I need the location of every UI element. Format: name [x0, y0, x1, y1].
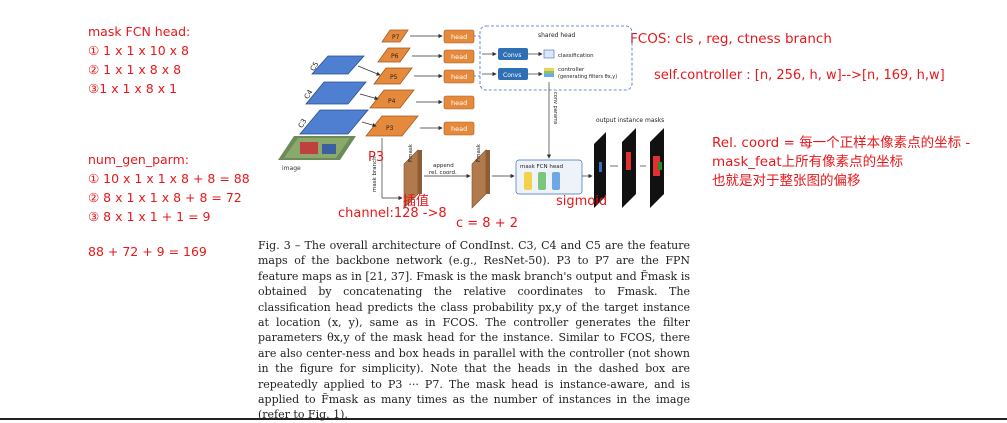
rel-coord-line: Rel. coord = 每一个正样本像素点的坐标 -	[712, 135, 971, 151]
mask-fcn-head: mask FCN head	[515, 159, 593, 195]
p3-label: P3	[386, 125, 394, 132]
c3-label: C3	[297, 117, 309, 129]
mask-head-item: ① 1 x 1 x 10 x 8	[88, 43, 189, 58]
c3-map	[299, 109, 369, 135]
shared-head-label: shared head	[538, 32, 576, 39]
controller-note: self.controller : [n, 256, h, w]-->[n, 1…	[654, 68, 945, 83]
shared-head-box: shared head Convs Convs classification c…	[474, 25, 633, 91]
architecture-diagram: image C3 C4 C5 P3 P4 P5 P6 P7	[278, 25, 664, 209]
head-label: head	[451, 73, 467, 81]
left-notes: mask FCN head: ① 1 x 1 x 10 x 8 ② 1 x 1 …	[88, 22, 250, 261]
c5-label: C5	[309, 60, 321, 72]
p7-label: P7	[392, 34, 400, 41]
rel-coord-label: rel. coord.	[429, 170, 457, 176]
image-label: image	[282, 165, 301, 172]
channel-annotation: channel:128 ->8	[338, 206, 447, 221]
heads: head head head head head	[410, 29, 475, 136]
bottom-divider	[0, 418, 1007, 420]
c-annotation: c = 8 + 2	[456, 216, 519, 231]
output-label: output instance masks	[596, 117, 664, 124]
figure-caption: Fig. 3 – The overall architecture of Con…	[258, 239, 690, 422]
mask-head-item: ③1 x 1 x 8 x 1	[88, 81, 178, 96]
f-mask-label: Fmask	[408, 143, 414, 162]
head-label: head	[451, 33, 467, 41]
mask-branch: mask branch Fmask append rel. coord. F̃m…	[372, 138, 515, 209]
fpn: P3 P4 P5 P6 P7	[357, 29, 419, 137]
conv-params-label: conv params	[552, 92, 558, 125]
convs-label: Convs	[503, 52, 521, 59]
backbone: C3 C4 C5	[297, 55, 369, 135]
p3-annotation: P3	[368, 150, 385, 165]
param-item: ① 10 x 1 x 1 x 8 + 8 = 88	[88, 171, 250, 186]
param-item: ③ 8 x 1 x 1 + 1 = 9	[88, 209, 211, 224]
controller-label: controller	[558, 67, 585, 73]
c4-map	[305, 81, 367, 105]
rel-coord-line: 也就是对于整张图的偏移	[712, 173, 861, 189]
rel-coord-line: mask_feat上所有像素点的坐标	[712, 154, 904, 170]
p6-label: P6	[391, 53, 399, 60]
interp-annotation: 插值	[403, 194, 430, 209]
param-item: ② 8 x 1 x 1 x 8 + 8 = 72	[88, 190, 242, 205]
controller-sub-label: (generating filters θx,y)	[558, 74, 617, 80]
head-label: head	[451, 99, 467, 107]
convs-label: Convs	[503, 72, 521, 79]
c5-map	[311, 55, 365, 75]
mask-fcn-head-label: mask FCN head	[520, 164, 563, 170]
param-title: num_gen_parm:	[88, 152, 189, 167]
sigmoid-annotation: sigmoid	[556, 194, 608, 209]
input-image: image	[278, 136, 356, 172]
rel-coord-note: Rel. coord = 每一个正样本像素点的坐标 - mask_feat上所有…	[712, 134, 970, 191]
p4-label: P4	[388, 98, 396, 105]
mask-branch-label: mask branch	[372, 156, 378, 192]
mask-head-item: ② 1 x 1 x 8 x 8	[88, 62, 182, 77]
f-mask-tilde-label: F̃mask	[475, 143, 482, 162]
mask-head-title: mask FCN head:	[88, 24, 191, 39]
append-label: append	[433, 163, 454, 169]
c4-label: C4	[303, 88, 315, 101]
param-total: 88 + 72 + 9 = 169	[88, 244, 207, 259]
fcos-note: FCOS: cls , reg, ctness branch	[630, 31, 832, 47]
head-label: head	[451, 53, 467, 61]
head-label: head	[451, 125, 467, 133]
classification-label: classification	[558, 53, 594, 59]
output-masks: output instance masks	[594, 117, 664, 208]
p5-label: P5	[390, 74, 398, 81]
